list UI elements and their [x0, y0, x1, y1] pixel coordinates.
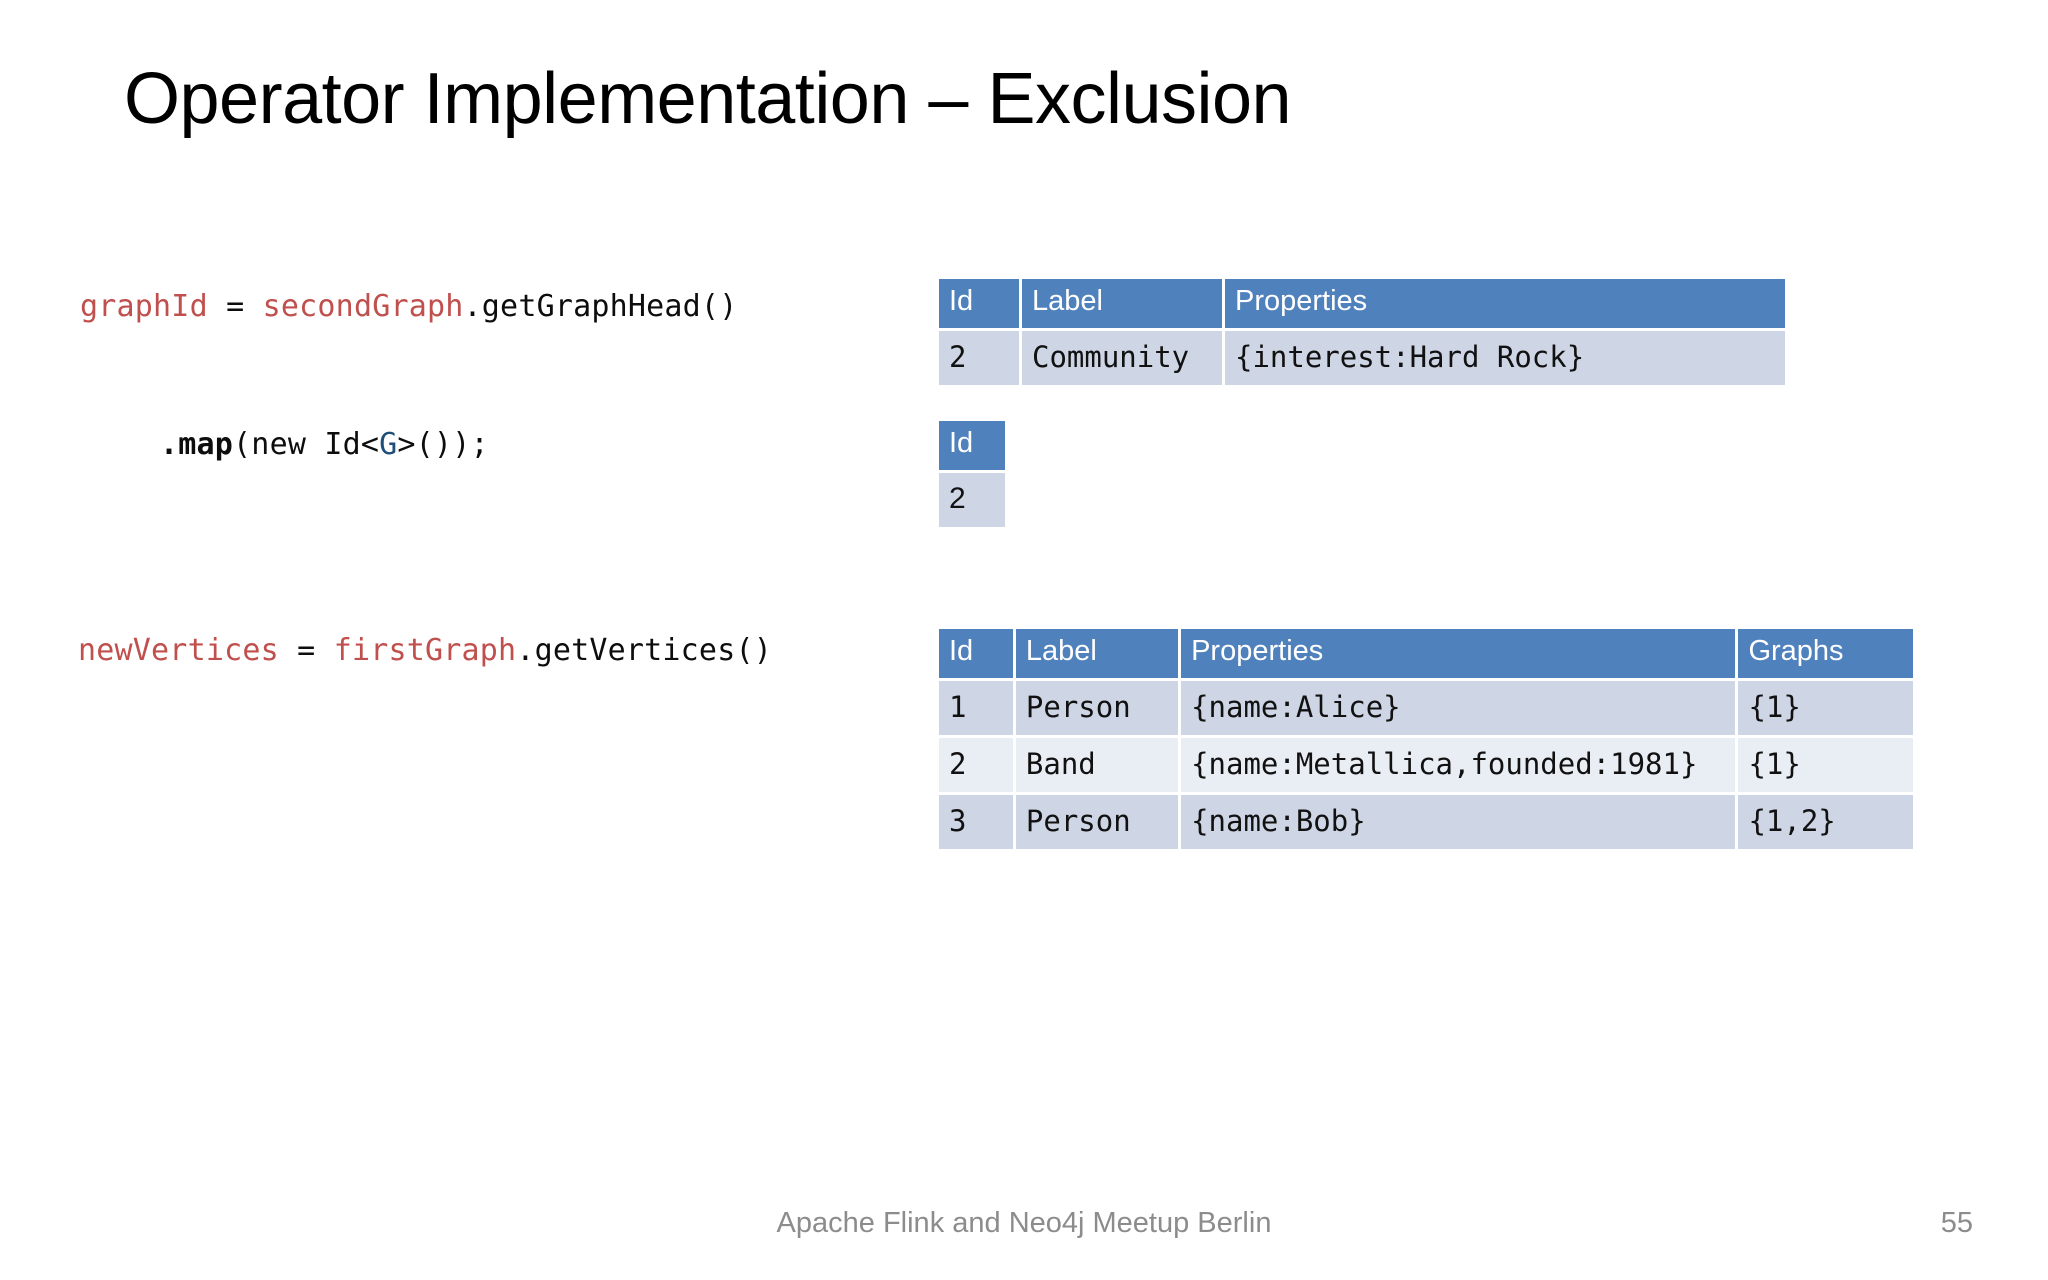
code-token-generic-type: G	[379, 427, 398, 462]
cell-properties: {name:Bob}	[1181, 795, 1736, 849]
table-header-row: Id	[939, 421, 1005, 470]
graph-id-table: Id 2	[936, 418, 1008, 530]
cell-id: 3	[939, 795, 1013, 849]
cell-label: Person	[1015, 795, 1179, 849]
cell-label: Community	[1022, 331, 1222, 385]
code-token-variable: newVertices	[78, 633, 279, 668]
slide-page-number: 55	[1940, 1207, 1973, 1239]
cell-graphs: {1,2}	[1738, 795, 1913, 849]
column-header-properties: Properties	[1181, 629, 1736, 678]
code-token-operator: =	[207, 289, 263, 324]
code-token-call: .getVertices()	[516, 633, 772, 668]
cell-id: 2	[939, 738, 1013, 792]
cell-label: Person	[1015, 681, 1179, 735]
table-row: 3 Person {name:Bob} {1,2}	[939, 795, 1913, 849]
column-header-label: Label	[1015, 629, 1179, 678]
vertices-table: Id Label Properties Graphs 1 Person {nam…	[936, 626, 1916, 852]
cell-graphs: {1}	[1738, 738, 1913, 792]
code-token-receiver: secondGraph	[262, 289, 464, 324]
table-row: 1 Person {name:Alice} {1}	[939, 681, 1913, 735]
graph-head-table: Id Label Properties 2 Community {interes…	[936, 276, 1788, 388]
slide-footer: Apache Flink and Neo4j Meetup Berlin	[776, 1207, 1272, 1239]
table-header-row: Id Label Properties Graphs	[939, 629, 1913, 678]
column-header-id: Id	[939, 421, 1005, 470]
cell-id: 1	[939, 681, 1013, 735]
page-title: Operator Implementation – Exclusion	[124, 59, 1292, 139]
cell-properties: {interest:Hard Rock}	[1225, 331, 1785, 385]
code-line-map: .map(new Id<G>());	[160, 426, 489, 464]
cell-id: 2	[939, 331, 1019, 385]
cell-properties: {name:Metallica,founded:1981}	[1181, 738, 1736, 792]
column-header-graphs: Graphs	[1738, 629, 1913, 678]
cell-label: Band	[1015, 738, 1179, 792]
code-token-method: .map	[160, 427, 234, 462]
cell-graphs: {1}	[1738, 681, 1913, 735]
column-header-properties: Properties	[1225, 279, 1785, 328]
code-token-args-open: (new Id<	[233, 427, 380, 462]
code-token-receiver: firstGraph	[333, 633, 517, 668]
code-line-get-graph-head: graphId = secondGraph.getGraphHead()	[80, 288, 737, 326]
table-row: 2	[939, 473, 1005, 527]
cell-properties: {name:Alice}	[1181, 681, 1736, 735]
cell-id: 2	[939, 473, 1005, 527]
code-line-get-vertices: newVertices = firstGraph.getVertices()	[78, 632, 772, 670]
code-token-call: .getGraphHead()	[463, 289, 738, 324]
table-row: 2 Band {name:Metallica,founded:1981} {1}	[939, 738, 1913, 792]
column-header-id: Id	[939, 629, 1013, 678]
code-token-args-close: >());	[397, 427, 489, 462]
code-token-variable: graphId	[80, 289, 208, 324]
table-row: 2 Community {interest:Hard Rock}	[939, 331, 1785, 385]
code-token-operator: =	[278, 633, 334, 668]
column-header-label: Label	[1022, 279, 1222, 328]
column-header-id: Id	[939, 279, 1019, 328]
table-header-row: Id Label Properties	[939, 279, 1785, 328]
